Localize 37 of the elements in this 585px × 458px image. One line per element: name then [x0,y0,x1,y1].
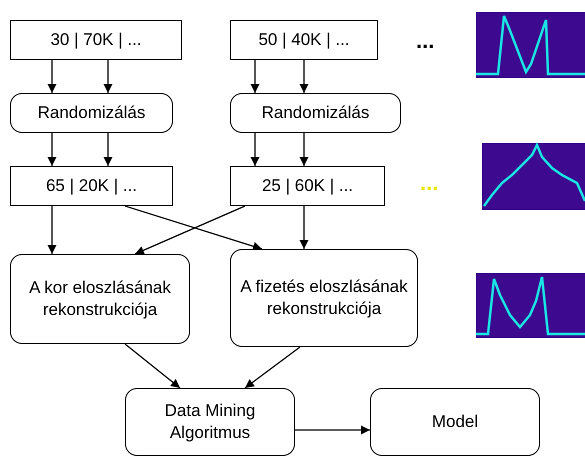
ellipsis-text: ... [420,172,438,194]
process-box [230,249,418,347]
ellipsis-text: ... [416,30,434,52]
node-text: A kor eloszlásának rekonstrukciója [28,276,172,321]
arrow [250,60,260,93]
node-text: Model [430,410,480,433]
arrow [124,205,262,251]
data-record-box [10,20,182,60]
arrow [295,426,370,434]
arrow [48,133,56,166]
arrow [300,133,308,166]
process-box [370,388,540,456]
data-record-box [230,166,385,206]
data-record-box [230,20,378,60]
node-text: 50 | 40K | ... [257,28,351,51]
arrow [48,206,56,254]
node-text: Randomizálás [36,102,146,124]
node-text: 65 | 20K | ... [44,174,138,197]
node-text: 25 | 60K | ... [260,174,354,197]
arrow [244,346,300,389]
arrow [104,60,112,93]
node-text: 30 | 70K | ... [49,28,143,51]
node-text: Randomizálás [260,102,370,124]
data-record-box [10,166,173,206]
arrow [250,133,260,166]
process-box [230,93,401,133]
arrow [104,133,112,166]
arrow [300,206,308,249]
arrow [48,60,56,93]
process-box [125,388,295,456]
node-text: Data Mining Algoritmus [164,400,256,444]
process-box [10,93,173,133]
arrow [134,205,246,255]
arrow [124,344,180,388]
arrow [300,60,308,93]
process-box [10,254,190,344]
node-text: A fizetés eloszlásának rekonstrukciója [239,276,409,320]
